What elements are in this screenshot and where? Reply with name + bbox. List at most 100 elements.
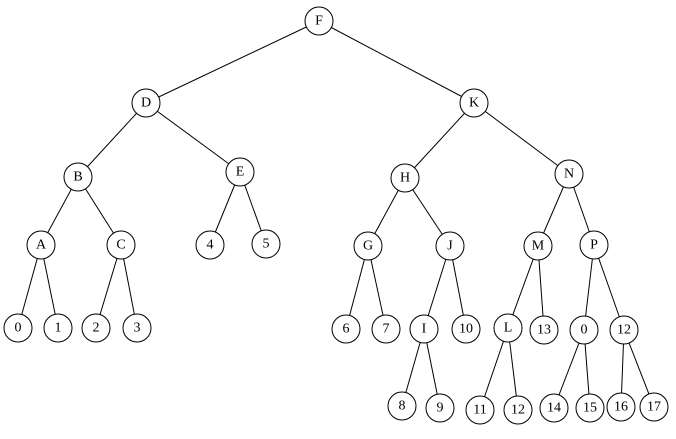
tree-node-M: M [523,231,553,261]
tree-node-G: G [353,231,383,261]
node-label: H [400,171,410,186]
node-circle [609,315,639,345]
node-label: 5 [263,237,270,252]
node-label: P [590,238,598,253]
node-label: 11 [473,403,486,418]
node-circle [409,314,439,344]
edge-D-B [77,102,147,178]
node-label: 9 [437,401,444,416]
node-circle [131,88,161,118]
tree-node-n16: 16 [606,392,636,422]
tree-node-n17: 17 [639,392,669,422]
tree-node-I: I [409,314,439,344]
tree-node-L: L [493,313,523,343]
node-circle [43,313,73,343]
node-circle [425,393,455,423]
node-circle [465,395,495,425]
tree-node-n9: 9 [425,393,455,423]
node-circle [606,392,636,422]
tree-node-F: F [304,6,334,36]
node-circle [523,231,553,261]
tree-node-n3: 3 [122,313,152,343]
node-circle [554,159,584,189]
node-circle [122,313,152,343]
node-circle [106,230,136,260]
tree-node-n4: 4 [195,230,225,260]
node-label: 13 [537,323,551,338]
node-circle [3,313,33,343]
node-label: J [447,239,453,254]
node-circle [569,315,599,345]
node-label: 12 [617,323,631,338]
node-label: 14 [547,401,561,416]
node-label: D [141,96,151,111]
node-label: 1 [55,321,62,336]
node-label: N [564,167,574,182]
node-circle [390,163,420,193]
tree-node-K: K [459,88,489,118]
node-circle [493,313,523,343]
node-label: E [236,165,245,180]
edge-K-H [404,102,475,179]
node-circle [225,157,255,187]
node-circle [353,231,383,261]
node-label: 4 [207,238,214,253]
node-label: K [469,96,479,111]
node-circle [435,231,465,261]
tree-node-n14: 14 [539,393,569,423]
tree-node-n10: 10 [451,314,481,344]
tree-node-n2: 2 [81,313,111,343]
tree-node-n5: 5 [251,229,281,259]
node-label: M [532,239,545,254]
node-label: 10 [459,322,473,337]
node-circle [503,395,533,425]
node-label: 12 [511,403,525,418]
node-label: F [315,14,323,29]
node-label: L [504,321,513,336]
tree-node-J: J [435,231,465,261]
node-label: C [116,238,125,253]
node-label: 0 [15,321,22,336]
edge-D-E [145,102,241,173]
tree-node-B: B [63,162,93,192]
tree-node-E: E [225,157,255,187]
tree-node-C: C [106,230,136,260]
node-circle [529,315,559,345]
node-circle [539,393,569,423]
node-circle [251,229,281,259]
tree-node-n0b: 0 [569,315,599,345]
node-label: 3 [134,321,141,336]
node-circle [575,393,605,423]
node-circle [63,162,93,192]
tree-node-n12b: 12 [503,395,533,425]
node-label: G [363,239,373,254]
edge-P-n12a [593,244,625,331]
node-circle [459,88,489,118]
edge-K-N [473,102,570,175]
node-label: 7 [383,322,390,337]
node-circle [81,313,111,343]
node-circle [304,6,334,36]
tree-node-n11: 11 [465,395,495,425]
node-label: 17 [647,400,661,415]
node-circle [331,314,361,344]
tree-node-n1: 1 [43,313,73,343]
node-circle [371,314,401,344]
edge-F-D [145,20,320,104]
edge-F-K [318,20,475,104]
tree-node-P: P [579,230,609,260]
node-label: 15 [583,401,597,416]
node-label: I [422,322,427,337]
node-circle [451,314,481,344]
node-label: 16 [614,400,628,415]
tree-node-n13: 13 [529,315,559,345]
node-circle [195,230,225,260]
tree-node-n0a: 0 [3,313,33,343]
tree-node-n12a: 12 [609,315,639,345]
node-circle [579,230,609,260]
node-label: B [73,170,82,185]
node-label: 2 [93,321,100,336]
node-label: A [36,238,47,253]
node-label: 0 [581,323,588,338]
